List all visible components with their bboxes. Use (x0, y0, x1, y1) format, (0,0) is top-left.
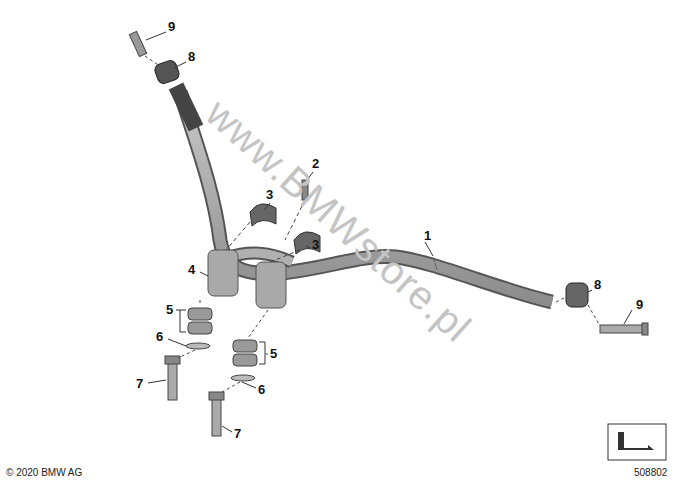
bushings-left (165, 300, 212, 400)
callout-number: 6 (156, 330, 163, 343)
callout-number: 5 (270, 347, 277, 360)
callout-number: 9 (168, 20, 175, 33)
callout-number: 3 (312, 238, 319, 251)
callout-number: 4 (188, 263, 195, 276)
callout-number: 7 (234, 427, 241, 440)
callout-number: 2 (312, 157, 319, 170)
riser-blocks (208, 250, 286, 308)
watermark: www.BMWstore.pl (199, 92, 478, 349)
callout-number: 8 (594, 278, 601, 291)
callout-number: 8 (188, 50, 195, 63)
callout-number: 7 (136, 377, 143, 390)
callout-number: 3 (266, 188, 273, 201)
copyright: © 2020 BMW AG (6, 468, 82, 478)
view-icon (608, 424, 666, 460)
bushings-right (209, 310, 268, 436)
callout-number: 6 (258, 383, 265, 396)
callout-number: 5 (166, 303, 173, 316)
callout-number: 9 (636, 298, 643, 311)
callout-number: 1 (424, 229, 431, 242)
drawing-number: 508802 (634, 468, 667, 478)
leader-lines (146, 32, 632, 432)
